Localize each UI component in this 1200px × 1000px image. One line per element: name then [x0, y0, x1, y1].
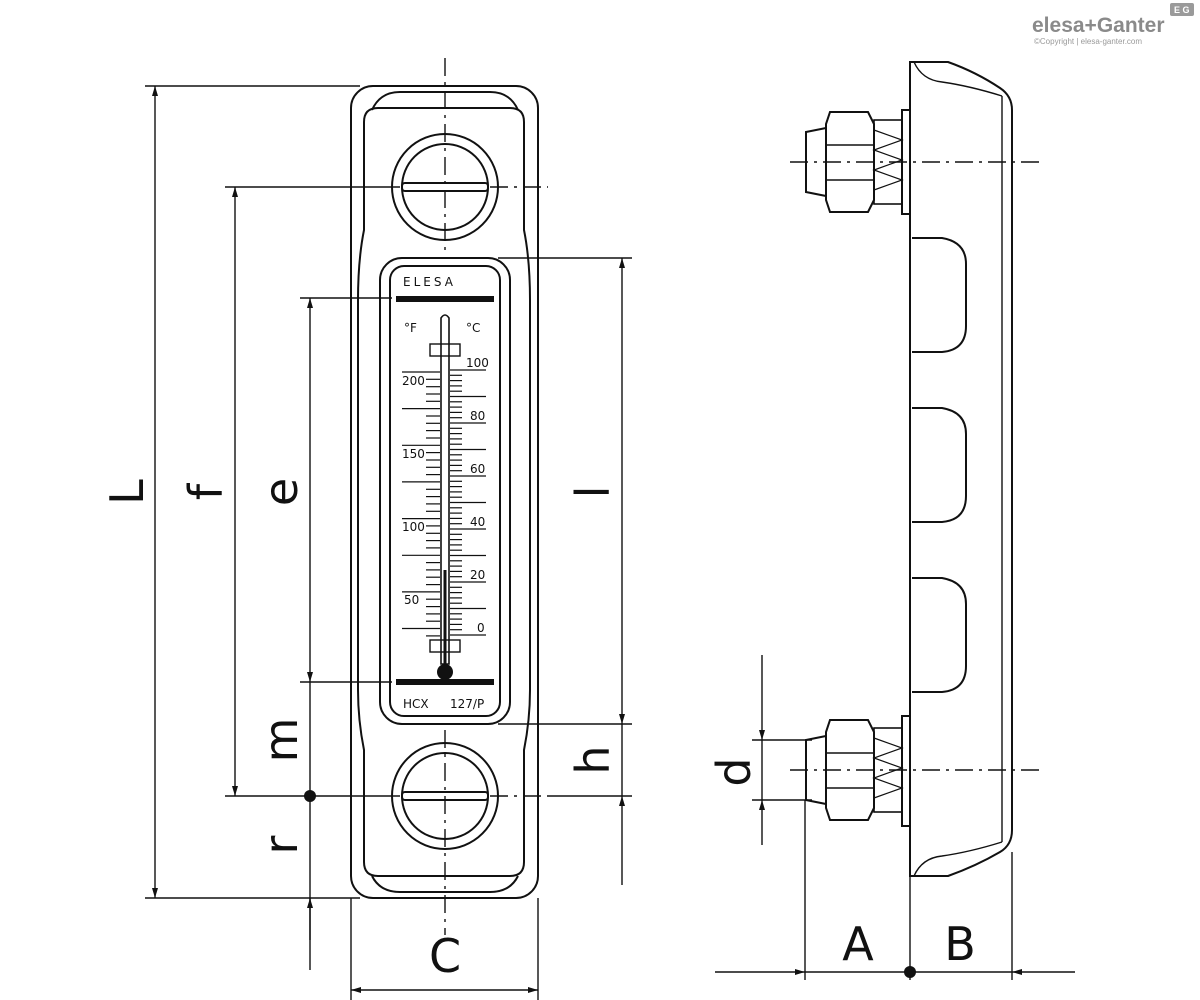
- top-screw-inner: [401, 143, 489, 231]
- dim-point-A-B: [904, 966, 916, 978]
- frame-bottom-pad: [371, 875, 519, 893]
- logo-badge: E G: [1174, 5, 1190, 15]
- thermometer-bulb: [437, 664, 453, 680]
- scale-c-60: 60: [470, 462, 485, 476]
- front-dimensions: [145, 85, 632, 1000]
- side-body: [909, 61, 1013, 877]
- label-h: h: [566, 745, 620, 774]
- side-lens-2: [912, 407, 967, 523]
- scale-f-200: 200: [402, 374, 425, 388]
- label-C: C: [429, 929, 461, 983]
- front-dimension-labels: L f e m r l h C: [100, 478, 620, 983]
- gauge-text: ELESA °F °C 200 150 100 50 100 80 60 40 …: [402, 275, 489, 711]
- label-l: l: [566, 486, 620, 499]
- gauge-unit-c: °C: [466, 321, 480, 335]
- scale-f-100: 100: [402, 520, 425, 534]
- side-lens-3: [912, 577, 967, 693]
- bottom-spring-zigzag: [872, 737, 904, 799]
- gauge-brand-label: ELESA: [403, 275, 456, 289]
- side-centerlines: [790, 161, 1042, 771]
- gauge-bottom-band: [396, 679, 494, 685]
- logo-text: elesa+Ganter: [1032, 14, 1165, 37]
- celsius-ticks: [450, 369, 486, 636]
- top-bolt-end: [805, 126, 827, 198]
- gauge-model-left: HCX: [403, 697, 429, 711]
- label-m: m: [254, 718, 308, 763]
- gauge-window-inner: [389, 265, 501, 717]
- label-d: d: [707, 757, 761, 786]
- tube-clip-bottom: [429, 639, 461, 653]
- top-spring-zigzag: [872, 129, 904, 191]
- gauge-unit-f: °F: [404, 321, 417, 335]
- side-dimensions: [715, 655, 1075, 980]
- gauge-model-right: 127/P: [450, 697, 484, 711]
- label-f: f: [179, 482, 233, 500]
- gauge-top-band: [396, 296, 494, 302]
- fahrenheit-ticks: [402, 371, 440, 637]
- dim-point-r: [304, 790, 316, 802]
- side-body-top-edge: [913, 61, 1003, 97]
- label-e: e: [254, 478, 308, 506]
- scale-f-50: 50: [404, 593, 419, 607]
- bottom-bolt-end: [805, 734, 827, 806]
- scale-c-20: 20: [470, 568, 485, 582]
- logo-badge-box: [1170, 3, 1194, 16]
- side-lens-1: [912, 237, 967, 353]
- bottom-washer-plate: [901, 715, 911, 827]
- scale-f-150: 150: [402, 447, 425, 461]
- logo-copyright: ©Copyright | elesa-ganter.com: [1034, 37, 1142, 46]
- brand-logo: elesa+Ganter ©Copyright | elesa-ganter.c…: [1032, 3, 1194, 46]
- frame-inner: [357, 107, 531, 877]
- scale-c-0: 0: [477, 621, 485, 635]
- label-L: L: [100, 479, 154, 505]
- label-r: r: [254, 835, 308, 854]
- front-centerlines: [444, 58, 548, 935]
- scale-c-100: 100: [466, 356, 489, 370]
- thermometer-tube: [440, 314, 450, 665]
- top-screw-slot: [401, 182, 489, 192]
- side-view: [805, 61, 1013, 877]
- side-dimension-labels: d A B: [707, 757, 976, 971]
- label-A: A: [842, 917, 874, 971]
- scale-c-80: 80: [470, 409, 485, 423]
- label-B: B: [944, 917, 976, 971]
- scale-c-40: 40: [470, 515, 485, 529]
- side-body-bottom-edge: [913, 841, 1003, 877]
- tube-clip-top: [429, 343, 461, 357]
- gauge-window-outer: [379, 257, 511, 725]
